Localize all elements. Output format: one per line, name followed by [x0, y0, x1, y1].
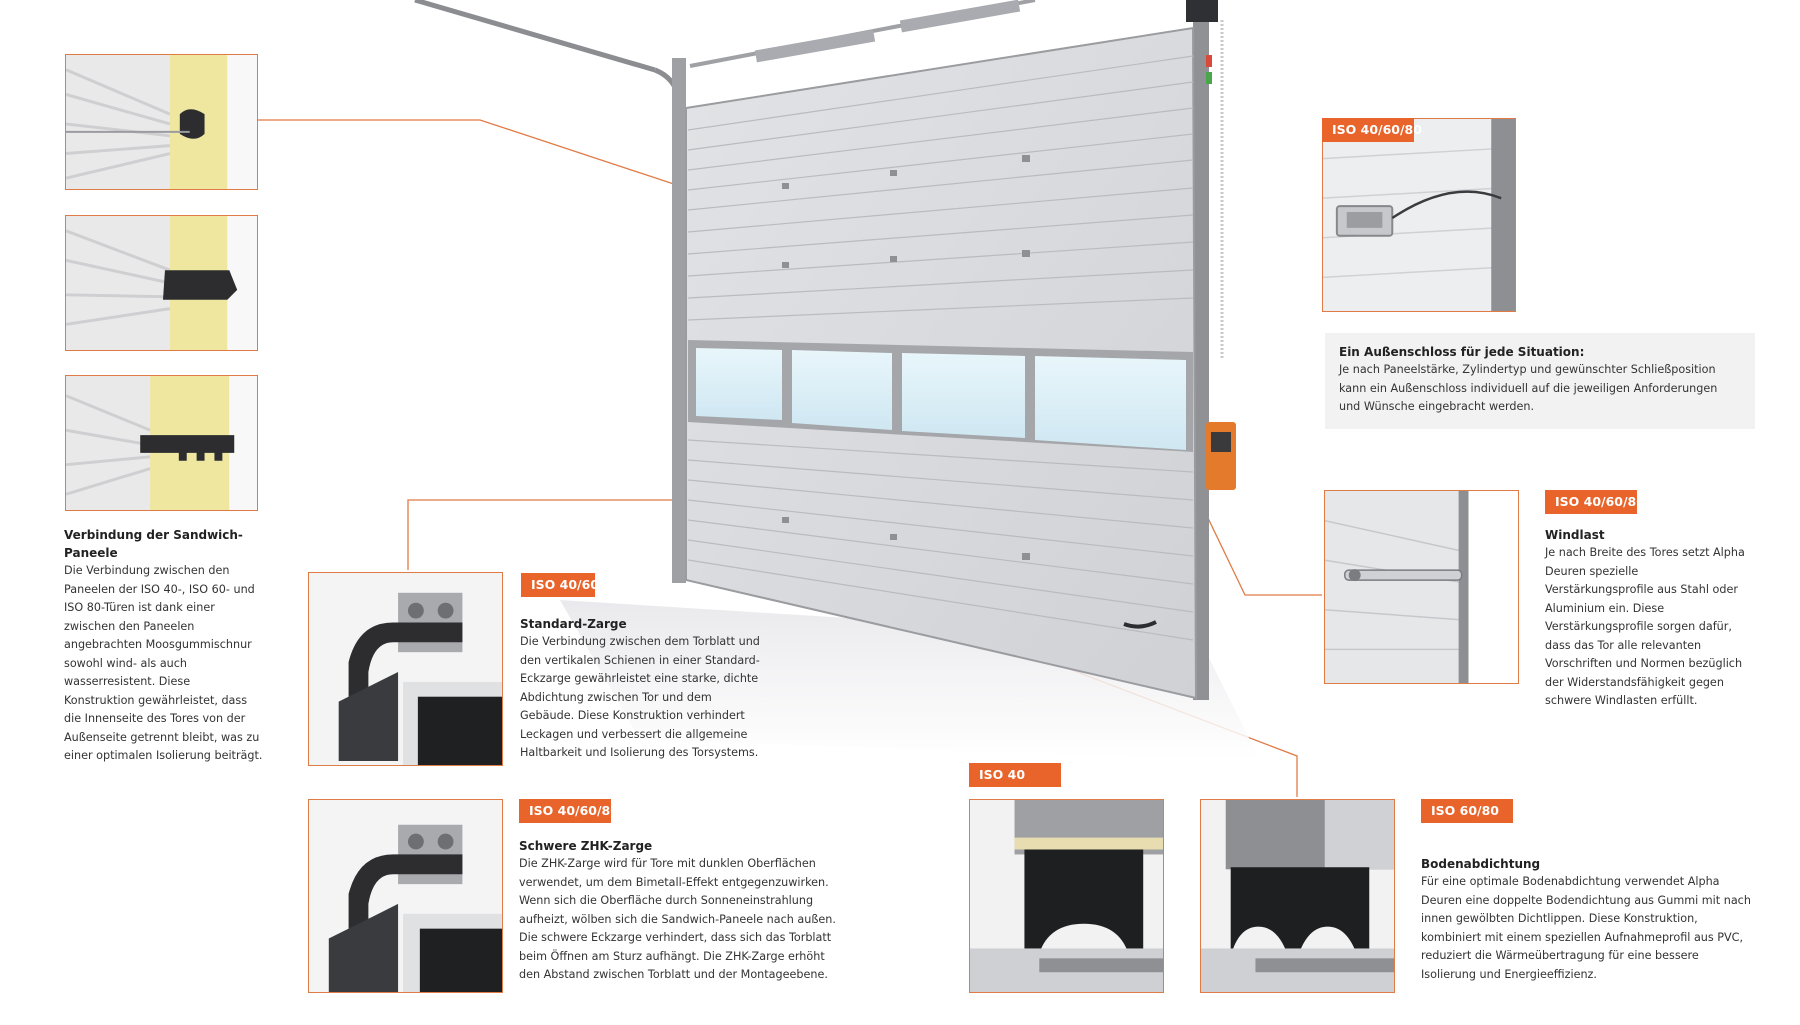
frame-right-top [1186, 0, 1218, 22]
door-handle [1123, 620, 1157, 629]
spring [754, 29, 876, 63]
aussenschloss-panel: Ein Außenschloss für jede Situation: Je … [1325, 333, 1755, 429]
track-left-upper [414, 0, 656, 73]
aussenschloss-body: Je nach Paneelstärke, Zylindertyp und ge… [1339, 363, 1718, 413]
aussenschloss-image [1322, 118, 1516, 312]
standard-zarge-badge: ISO 40/60 [521, 573, 599, 597]
aussenschloss-badge: ISO 40/60/80 [1322, 118, 1422, 142]
spring-2 [899, 0, 1021, 33]
window-4 [1035, 356, 1186, 450]
window-1 [696, 348, 782, 420]
windlast-body: Je nach Breite des Tores setzt Alpha Deu… [1545, 546, 1745, 707]
zhk-zarge-image [308, 799, 503, 993]
bodenabdichtung-title: Bodenabdichtung [1421, 857, 1541, 871]
bodenabdichtung-iso40-badge: ISO 40 [969, 763, 1061, 787]
joint-detail-image-3 [65, 375, 258, 511]
joint-detail-image-2 [65, 215, 258, 351]
bottom-seal-single-image [969, 799, 1164, 993]
window-2 [792, 350, 892, 430]
bodenabdichtung-text: Bodenabdichtung Für eine optimale Bodena… [1421, 855, 1751, 984]
panel-lines [687, 55, 1194, 641]
connector-standard-zarge [407, 499, 680, 570]
windlast-badge: ISO 40/60/80 [1545, 490, 1645, 514]
frame-right [1193, 0, 1209, 700]
frame-left [672, 58, 686, 583]
indicator-red [1206, 55, 1212, 67]
sandwich-title: Verbindung der Sandwich-Paneele [64, 528, 243, 560]
bottom-seal-double-image [1200, 799, 1395, 993]
standard-zarge-text: Standard-Zarge Die Verbindung zwischen d… [520, 615, 760, 763]
indicator-green [1206, 72, 1212, 84]
zhk-zarge-text: Schwere ZHK-Zarge Die ZHK-Zarge wird für… [519, 837, 849, 985]
zhk-zarge-title: Schwere ZHK-Zarge [519, 839, 653, 853]
window-3 [902, 353, 1025, 438]
joint-detail-image-1 [65, 54, 258, 190]
windlast-text: Windlast Je nach Breite des Tores setzt … [1545, 526, 1745, 711]
zhk-zarge-badge: ISO 40/60/80 [519, 799, 619, 823]
standard-zarge-image [308, 572, 503, 766]
aussenschloss-title: Ein Außenschloss für jede Situation: [1339, 345, 1585, 359]
bodenabdichtung-badge: ISO 60/80 [1421, 799, 1513, 823]
windlast-image [1324, 490, 1519, 684]
sandwich-body: Die Verbindung zwischen den Paneelen der… [64, 564, 263, 762]
standard-zarge-title: Standard-Zarge [520, 617, 627, 631]
sandwich-text: Verbindung der Sandwich-Paneele Die Verb… [64, 526, 264, 766]
zhk-zarge-body: Die ZHK-Zarge wird für Tore mit dunklen … [519, 857, 836, 981]
hinges [782, 155, 1030, 560]
operator-panel [1211, 432, 1231, 452]
bodenabdichtung-body: Für eine optimale Bodenabdichtung verwen… [1421, 875, 1751, 981]
standard-zarge-body: Die Verbindung zwischen dem Torblatt und… [520, 635, 760, 759]
windlast-title: Windlast [1545, 528, 1605, 542]
